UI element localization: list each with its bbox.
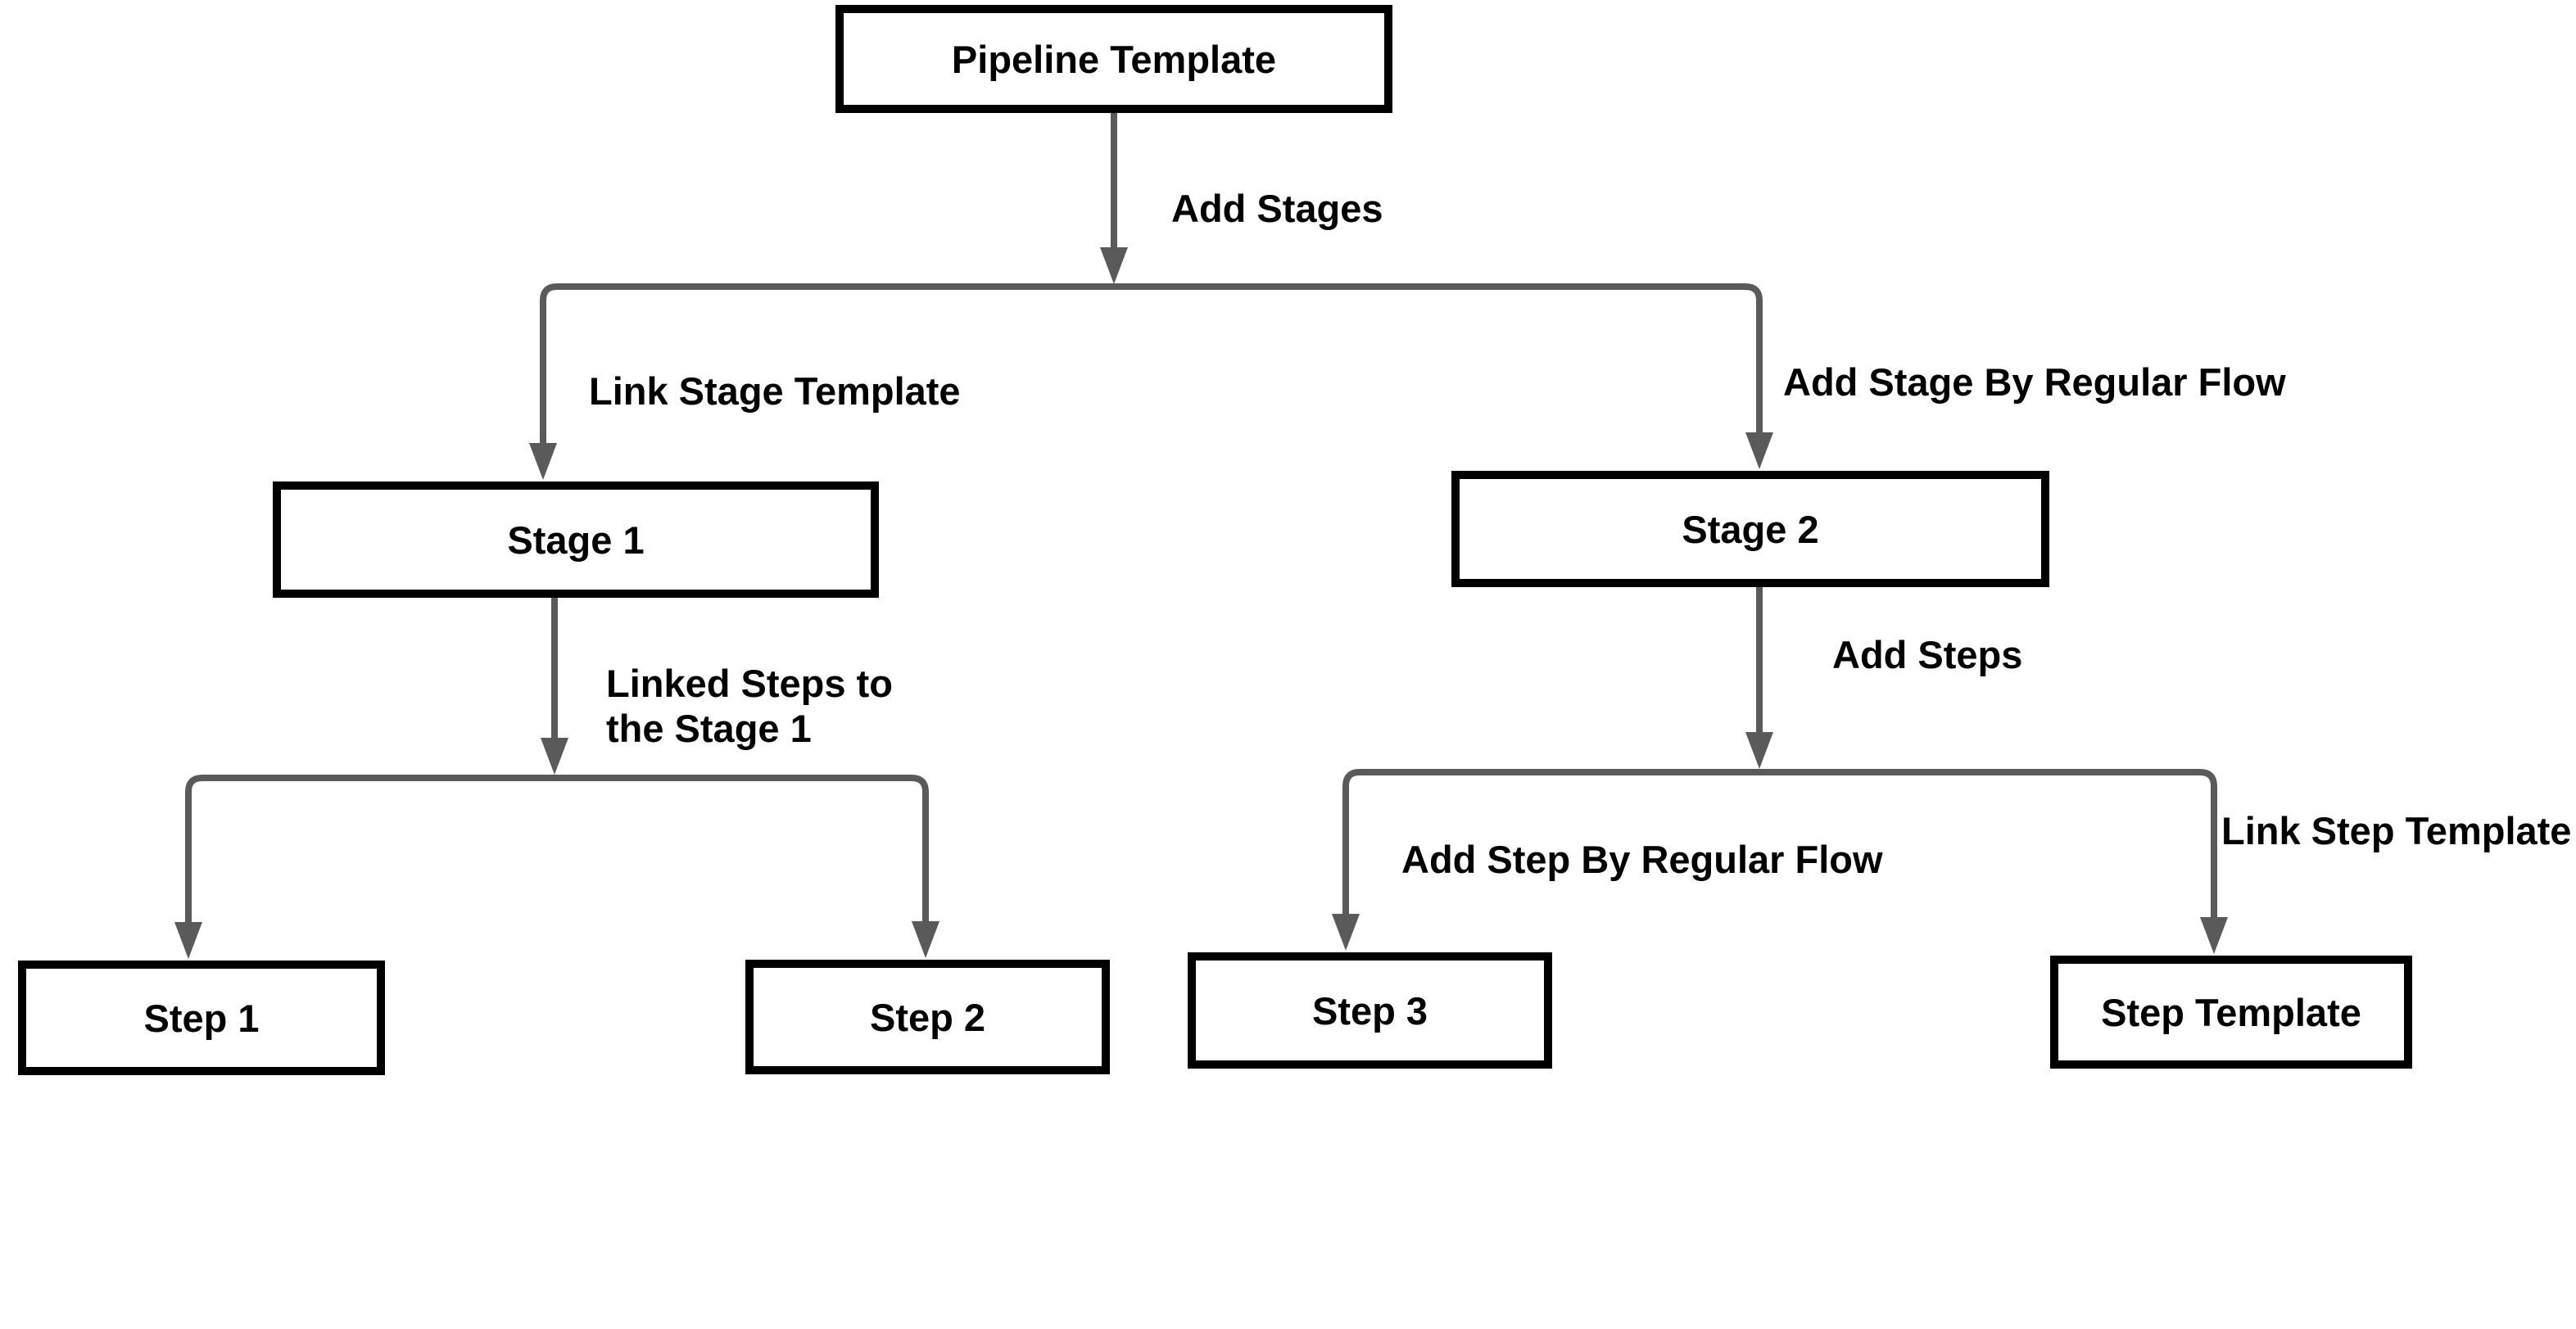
node-step-2[interactable]: Step 2 (745, 960, 1110, 1074)
arrowhead-icon (1100, 247, 1128, 284)
connector-split-stages (540, 283, 1763, 443)
node-step-1[interactable]: Step 1 (18, 961, 385, 1075)
node-step-template[interactable]: Step Template (2050, 956, 2412, 1069)
node-pipeline-template[interactable]: Pipeline Template (835, 5, 1392, 113)
node-step-3[interactable]: Step 3 (1188, 952, 1552, 1069)
arrowhead-icon (174, 922, 202, 959)
arrowhead-icon (529, 443, 557, 480)
connector-split-steps-left (185, 775, 929, 922)
edge-label-line: Linked Steps to (606, 662, 893, 705)
edge-label-link-stage-template: Link Stage Template (589, 369, 961, 413)
edge-label-add-stages: Add Stages (1171, 187, 1383, 230)
edge-label-link-step-template: Link Step Template (2221, 809, 2572, 852)
node-stage-1[interactable]: Stage 1 (273, 481, 879, 598)
edge-label-add-step-by-regular-flow: Add Step By Regular Flow (1401, 838, 1883, 881)
connector-split-steps-right (1342, 769, 2217, 917)
node-stage-2[interactable]: Stage 2 (1451, 471, 2049, 587)
edge-label-add-steps: Add Steps (1832, 633, 2023, 676)
edge-label-add-stage-by-regular-flow: Add Stage By Regular Flow (1783, 360, 2286, 404)
arrowhead-icon (541, 738, 568, 775)
arrowhead-icon (1745, 732, 1773, 769)
arrowhead-icon (1332, 914, 1360, 951)
arrowhead-icon (912, 921, 939, 958)
edge-label-linked-steps-to-stage-1: Linked Steps to the Stage 1 (606, 662, 893, 752)
arrowhead-icon (1745, 432, 1773, 469)
arrowhead-icon (2200, 917, 2228, 954)
edge-label-line: the Stage 1 (606, 706, 812, 750)
